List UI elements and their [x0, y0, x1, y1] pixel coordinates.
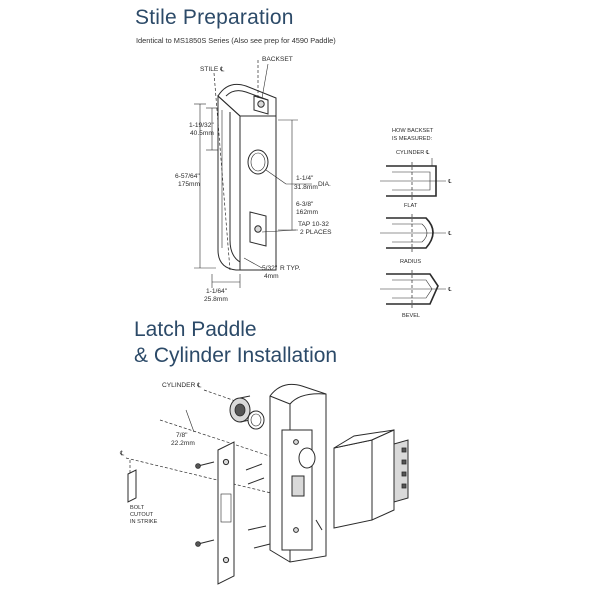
- stile-drawing: [213, 60, 277, 271]
- dim-c-suffix: DIA.: [318, 181, 331, 188]
- tap-places-label: 2 PLACES: [300, 229, 332, 236]
- latch-face-plate: [195, 441, 271, 585]
- backset-label: BACKSET: [262, 56, 293, 63]
- stile-dimension-lines: [194, 63, 312, 288]
- latch-cylinder-centerline-label: CYLINDER ℄: [162, 382, 202, 389]
- dim-d-metric: 162mm: [296, 209, 318, 216]
- stile-preparation-title: Stile Preparation: [135, 6, 294, 29]
- svg-text:℄: ℄: [447, 287, 452, 293]
- radius-metric: 4mm: [264, 273, 279, 280]
- svg-text:℄: ℄: [447, 179, 452, 185]
- backset-type-flat: FLAT: [404, 203, 418, 209]
- dim-c-fraction: 1-1/4": [296, 175, 314, 182]
- bolt-cutout-label-3: IN STRIKE: [130, 519, 158, 525]
- stile-labels: STILE ℄ BACKSET 1-19/32" 40.5mm 6-57/64"…: [175, 56, 332, 303]
- backset-flat-diagram: ℄ FLAT: [380, 162, 452, 209]
- dim-a-metric: 40.5mm: [190, 130, 214, 137]
- width-fraction: 1-1/64": [206, 288, 228, 295]
- dim-a-fraction: 1-19/32": [189, 122, 214, 129]
- backset-measure-panel: HOW BACKSET IS MEASURED: CYLINDER ℄ ℄ FL…: [380, 128, 452, 319]
- latch-cl-mark: ℄: [119, 450, 125, 457]
- radius-suffix: R TYP.: [280, 265, 300, 272]
- stile-preparation-subtitle: Identical to MS1850S Series (Also see pr…: [136, 36, 336, 45]
- cylinder-assembly: [229, 395, 265, 430]
- bolt-cutout-label-2: CUTOUT: [130, 512, 154, 518]
- backset-type-bevel: BEVEL: [402, 313, 420, 319]
- dim-b-fraction: 6-57/64": [175, 173, 200, 180]
- width-metric: 25.8mm: [204, 296, 228, 303]
- backset-radius-diagram: ℄ RADIUS: [380, 214, 452, 265]
- radius-fraction: 5/32": [262, 265, 278, 272]
- backset-type-radius: RADIUS: [400, 259, 421, 265]
- dim-b-metric: 175mm: [178, 181, 200, 188]
- latch-labels: CYLINDER ℄ 7/8" 22.2mm ℄ BOLT CUTOUT IN …: [119, 382, 202, 525]
- backset-panel-heading-2: IS MEASURED:: [392, 136, 433, 142]
- latch-installation-title-line-2: & Cylinder Installation: [134, 344, 338, 367]
- latch-stile-body: [269, 383, 327, 563]
- backset-panel-heading-1: HOW BACKSET: [392, 128, 434, 134]
- latch-paddle-housing: [333, 429, 409, 529]
- dim-d-fraction: 6-3/8": [296, 201, 314, 208]
- stile-centerline-label: STILE ℄: [200, 66, 225, 73]
- bolt-strike-piece: [127, 469, 137, 503]
- backset-panel-cylinder-label: CYLINDER ℄: [396, 150, 430, 156]
- dim-c-metric: 31.8mm: [294, 184, 318, 191]
- tap-label: TAP 10-32: [298, 221, 329, 228]
- svg-text:℄: ℄: [447, 231, 452, 237]
- latch-installation-title-line-1: Latch Paddle: [134, 318, 257, 341]
- latch-dim-fraction: 7/8": [176, 432, 188, 439]
- bolt-cutout-label-1: BOLT: [130, 505, 145, 511]
- backset-bevel-diagram: ℄ BEVEL: [380, 270, 452, 319]
- latch-dim-metric: 22.2mm: [171, 440, 195, 447]
